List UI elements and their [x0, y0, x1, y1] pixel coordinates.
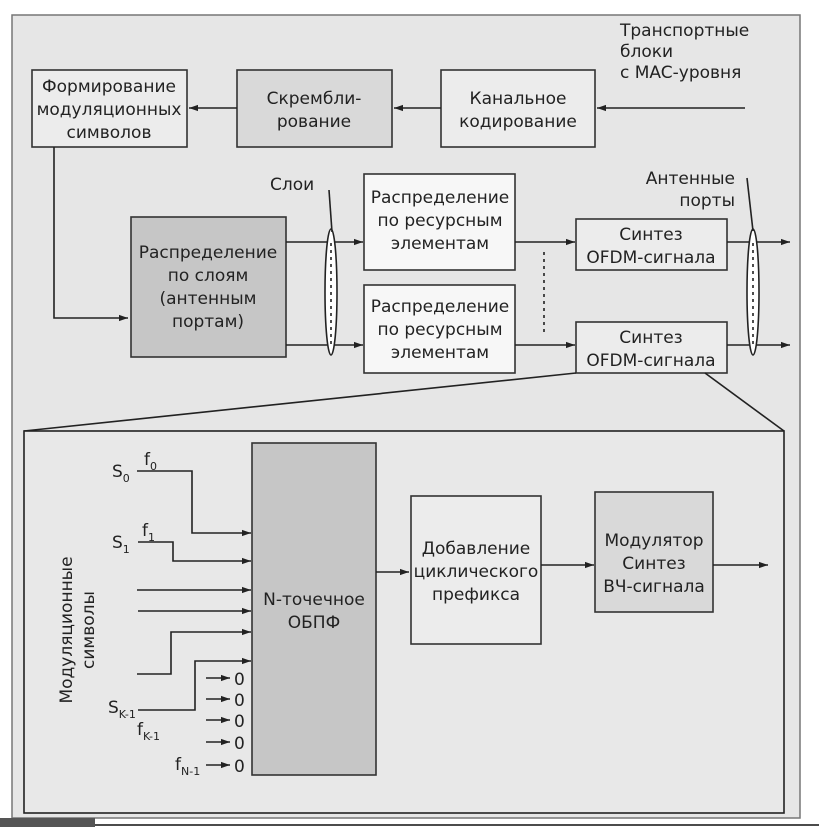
cp-line1: Добавление [422, 539, 531, 559]
ofdm1-line2: OFDM-сигнала [586, 248, 715, 268]
transport-label-line2: блоки [620, 42, 673, 62]
ofdm1-line1: Синтез [619, 225, 682, 245]
layer-mapping-line4: портам) [172, 312, 244, 332]
sk1-label: SK-1 [108, 698, 136, 721]
arrow-modulation-to-layer-mapping [53, 147, 128, 322]
ifft-line1: N-точечное [263, 590, 365, 610]
modulation-symbols-block: Формирование модуляционных символов [31, 69, 188, 148]
input-s1: S1 f1 [112, 521, 251, 565]
s0-label: S0 [112, 462, 130, 485]
channel-coding-line2: кодирование [459, 112, 577, 132]
cp-line3: префикса [432, 585, 520, 605]
sk1-path [138, 657, 251, 711]
ofdm2-line2: OFDM-сигнала [586, 351, 715, 371]
transport-label-line1: Транспортные [619, 21, 749, 41]
zero-4: 0 [234, 734, 245, 754]
s1-label: S1 [112, 533, 130, 556]
fk1-label: fK-1 [137, 720, 160, 743]
cyclic-prefix-block: Добавление циклического префикса [410, 495, 542, 645]
antenna-label-line1: Антенные [646, 169, 735, 189]
input-s0: S0 f0 [112, 450, 251, 537]
layer-mapping-block: Распределение по слоям (антенным портам) [130, 216, 287, 358]
ofdm-detail-panel [23, 430, 785, 814]
footer-bar [0, 818, 95, 827]
s0-path [137, 470, 251, 537]
rf-line2: Синтез [622, 554, 685, 574]
side-label-line1: Модуляционные [57, 556, 77, 703]
resource-mapping-block-2: Распределение по ресурсным элементам [363, 284, 516, 374]
layer-mapping-line2: по слоям [168, 266, 249, 286]
resource1-line3: элементам [391, 234, 489, 254]
f1-label: f1 [142, 521, 155, 544]
scrambling-line2: рование [277, 112, 351, 132]
zero-2: 0 [234, 691, 245, 711]
cp-line2: циклического [414, 562, 539, 582]
rf-line1: Модулятор [604, 531, 703, 551]
fn1-label: fN-1 [175, 755, 200, 778]
layer-mapping-line3: (антенным [159, 289, 256, 309]
zero-1: 0 [234, 670, 245, 690]
scrambling-block: Скрембли- рование [236, 69, 393, 148]
side-label-line2: символы [79, 591, 99, 669]
callout-line-right [704, 372, 785, 432]
zero-3: 0 [234, 712, 245, 732]
ifft-block: N-точечное ОБПФ [251, 442, 377, 776]
input-arrow-5 [137, 628, 251, 675]
ofdm-synthesis-block-1: Синтез OFDM-сигнала [575, 218, 728, 271]
callout-line-left [23, 372, 577, 432]
zero-padding-inputs: 0 0 0 0 0 fN-1 [175, 670, 245, 778]
resource1-line2: по ресурсным [377, 211, 502, 231]
resource2-line3: элементам [391, 343, 489, 363]
channel-coding-block: Канальное кодирование [440, 69, 596, 148]
zero-5: 0 [234, 757, 245, 777]
ifft-line2: ОБПФ [288, 613, 340, 633]
f0-label: f0 [144, 450, 157, 473]
resource1-line1: Распределение [371, 188, 510, 208]
rf-modulator-block: Модулятор Синтез ВЧ-сигнала [594, 491, 714, 613]
layers-label: Слои [270, 175, 314, 195]
antenna-pointer [746, 177, 754, 232]
layer-mapping-line1: Распределение [139, 243, 278, 263]
s1-path [138, 541, 251, 565]
resource2-line1: Распределение [371, 297, 510, 317]
modulation-symbols-side-label: Модуляционные символы [57, 556, 99, 703]
ofdm-synthesis-block-2: Синтез OFDM-сигнала [575, 321, 728, 374]
transport-blocks-label: Транспортные блоки с MAC-уровня [619, 21, 749, 83]
resource-mapping-block-1: Распределение по ресурсным элементам [363, 173, 516, 271]
transport-label-line3: с MAC-уровня [620, 63, 741, 83]
input-sk-1: SK-1 fK-1 [108, 657, 251, 743]
modulation-line3: символов [67, 123, 152, 143]
antenna-label-line2: порты [679, 191, 735, 211]
modulation-line1: Формирование [42, 77, 176, 97]
modulation-line2: модуляционных [37, 100, 182, 120]
ofdm2-line1: Синтез [619, 328, 682, 348]
scrambling-line1: Скрембли- [267, 89, 362, 109]
layers-pointer [328, 189, 333, 233]
resource2-line2: по ресурсным [377, 320, 502, 340]
rf-line3: ВЧ-сигнала [603, 577, 705, 597]
channel-coding-line1: Канальное [470, 89, 567, 109]
